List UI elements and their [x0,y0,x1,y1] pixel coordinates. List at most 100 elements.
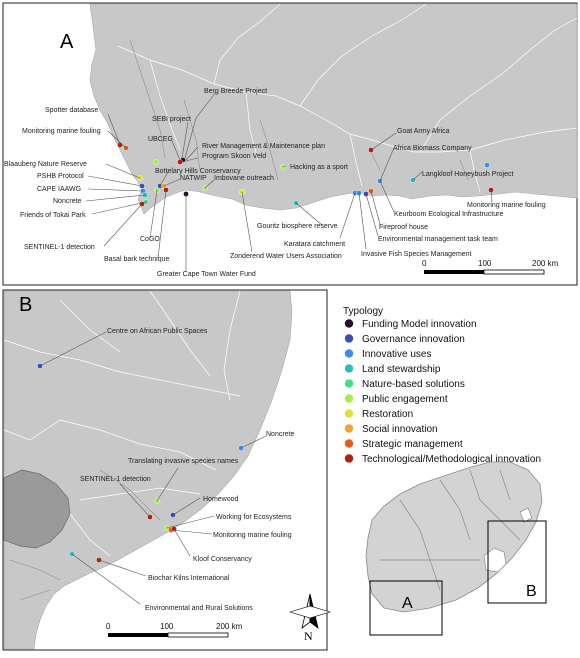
label-zonderend: Zonderend Water Users Association [230,253,342,260]
scalebar-b-seg1 [108,633,168,637]
panel-b-lesotho [3,469,71,549]
label-fireproof-house: Fireproof house [379,224,428,231]
scalebar-b-zero: 0 [106,622,111,631]
legend-item-label: Governance innovation [362,334,465,345]
label-africa-biomass: Africa Biomass Company [393,145,472,152]
point-ubceg [153,159,159,165]
label-ubceg: UBCEG [148,136,173,143]
compass-cross-icon [288,605,332,619]
label-goat-army: Goat Army Africa [397,128,450,135]
point-program-skoon-veld [177,159,183,165]
inset-south-africa [365,461,543,613]
panel-b-rivers [9,469,161,601]
label-river-management: River Management & Maintenance plan [202,143,325,150]
label-sebi-project: SEBI project [152,116,191,123]
legend-swatch-6 [344,409,354,418]
inset-label-b: B [526,583,537,600]
label-env-rural: Environmental and Rural Solutions [145,605,253,612]
scalebar-a-end: 200 km [532,259,559,268]
legend-item-label: Nature-based solutions [362,379,465,390]
label-blaauberg: Blaauberg Nature Reserve [4,161,87,168]
label-gouritz: Gouritz biosphere reserve [257,223,338,230]
inset-extent-b [487,520,547,604]
scalebar-b-end: 200 km [216,622,243,631]
north-arrow-label: N [304,629,313,643]
legend-item-label: Public engagement [362,394,448,405]
point-africa-biomass [484,162,490,168]
legend-swatch-7 [344,424,354,433]
scalebar-a-mid: 100 [478,259,492,268]
inset-boundaries [380,469,521,591]
label-natwip: NATWIP [180,175,207,182]
label-sentinel-a: SENTINEL-1 detection [24,244,95,251]
inset-label-a: A [402,595,413,612]
label-keurboom: Keurboom Ecological Infrastructure [394,211,503,218]
label-cogo: CoGO [140,236,160,243]
scalebar-a: 0 100 200 km [422,259,559,275]
label-biochar: Biochar Kilns International [148,575,230,582]
legend-item-label: Technological/Methodological innovation [362,454,541,465]
label-program-skoon-veld: Program Skoon Veld [202,153,266,160]
panel-b: Centre on African Public Spaces Noncrete… [2,289,328,651]
label-sentinel-b: SENTINEL-1 detection [80,476,151,483]
label-berg-breede: Berg Breede Project [204,88,267,95]
label-karatara: Karatara catchment [284,241,345,248]
label-hacking-as-a-sport: Hacking as a sport [290,164,348,171]
legend-swatch-5 [344,394,354,403]
panel-a-letter: A [60,31,74,53]
inset-map: A B [365,461,547,636]
legend-swatch-4 [344,379,354,388]
label-noncrete-b: Noncrete [266,431,295,438]
label-monitoring-marine-fouling-a2: Monitoring marine fouling [467,202,546,209]
panel-a-boundaries [117,3,578,193]
panel-a-leaders [85,91,493,272]
legend-item-label: Innovative uses [362,349,432,360]
scalebar-b-seg2 [167,632,229,638]
label-spotter-database: Spotter database [45,107,98,114]
panel-a: Spotter database Monitoring marine fouli… [2,2,578,286]
legend-title: Typology [343,306,383,317]
label-kloof: Kloof Conservancy [193,556,252,563]
legend-item-label: Funding Model innovation [362,319,477,330]
legend-item-label: Land stewardship [362,364,441,375]
label-homewood: Homewood [203,496,239,503]
legend-swatch-9 [344,454,354,463]
panel-a-land [89,3,578,215]
label-greater-cape-town: Greater Cape Town Water Fund [157,271,256,278]
inset-extent-a [369,580,443,636]
north-arrow: N [288,593,332,643]
label-centre-african-public-spaces: Centre on African Public Spaces [107,328,208,335]
label-working-for-ecosystems: Working for Ecosystems [216,514,292,521]
panel-b-labels: Centre on African Public Spaces Noncrete… [80,328,295,612]
scalebar-b: 0 100 200 km [106,622,243,638]
panel-a-labels: Spotter database Monitoring marine fouli… [4,88,546,278]
label-env-mgmt-task-team: Environmental management task team [378,236,498,243]
label-friends-of-tokai: Friends of Tokai Park [20,212,86,219]
panel-a-rivers [129,39,469,181]
legend-swatch-1 [344,334,354,343]
panel-b-land [3,290,293,650]
scalebar-b-mid: 100 [160,622,174,631]
label-monitoring-marine-fouling-b: Monitoring marine fouling [213,532,292,539]
label-bottelary: Bottelary Hills Conservancy [155,168,241,175]
label-invasive-fish: Invasive Fish Species Management [361,251,472,258]
label-cape-iaawg: CAPE IAAWG [37,186,81,193]
inset-eswatini [519,507,533,523]
inset-lesotho [483,547,507,573]
legend-swatch-0 [344,319,354,328]
label-imbovane: Imbovane outreach [214,175,274,182]
label-translating: Translating invasive species names [128,458,239,465]
label-pshb-protocol: PSHB Protocol [37,173,84,180]
legend: Typology Funding Model innovationGoverna… [343,306,541,465]
legend-swatch-8 [344,439,354,448]
legend-swatch-3 [344,364,354,373]
label-langkloof: Langkloof Honeybush Project [422,171,514,178]
scalebar-a-seg2 [483,269,545,275]
panel-b-boundaries [3,290,241,557]
legend-item-label: Restoration [362,409,413,420]
legend-item-label: Strategic management [362,439,463,450]
label-monitoring-marine-fouling-a: Monitoring marine fouling [22,128,101,135]
legend-swatch-2 [344,349,354,358]
label-noncrete-a: Noncrete [53,198,82,205]
